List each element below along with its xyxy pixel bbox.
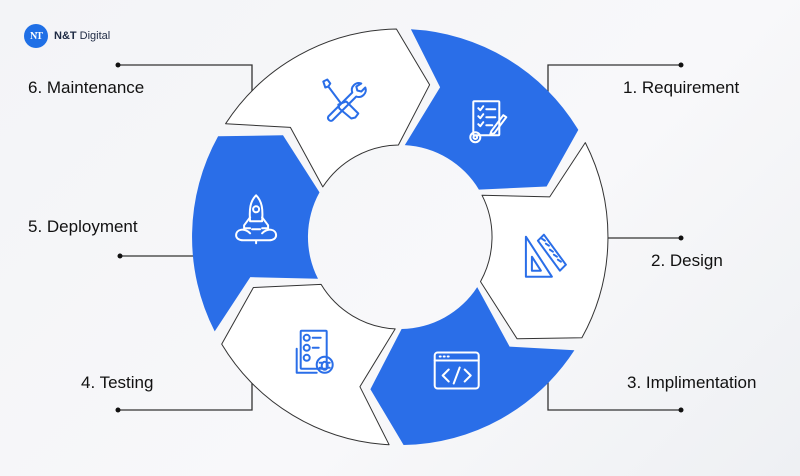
leader-lines — [118, 64, 681, 411]
leader-dot — [678, 235, 684, 241]
stage-label-requirement: 1. Requirement — [623, 78, 740, 97]
stage-label-maintenance: 6. Maintenance — [28, 78, 145, 97]
leader-dot — [115, 62, 121, 68]
logo-mark: NT — [24, 24, 48, 48]
wrench-screwdriver-icon — [322, 78, 367, 122]
ruler-triangle-icon — [524, 233, 567, 278]
stage-segment — [192, 135, 320, 332]
stage-label-testing: 4. Testing — [81, 373, 154, 392]
leader-line-maintenance — [118, 64, 253, 92]
leader-line-implementation — [547, 380, 681, 411]
stage-label-implementation: 3. Implimentation — [627, 373, 757, 392]
stage-segment — [370, 287, 575, 445]
code-window-icon — [433, 351, 480, 390]
leader-dot — [678, 62, 684, 68]
leader-line-testing — [118, 382, 253, 411]
stage-segment — [221, 283, 396, 446]
stage-segment — [225, 28, 431, 188]
test-checklist-bug-icon — [295, 329, 334, 374]
stage-label-design: 2. Design — [651, 251, 723, 270]
leader-line-requirement — [547, 64, 681, 95]
rocket-launch-icon — [235, 194, 278, 245]
stage-label-deployment: 5. Deployment — [28, 217, 138, 236]
brand-logo: NT N&T Digital — [24, 24, 110, 48]
leader-dot — [117, 253, 123, 259]
leader-dot — [115, 407, 121, 413]
brand-name: N&T Digital — [54, 30, 111, 42]
checklist-gear-pencil-icon — [469, 100, 508, 144]
leader-dot — [678, 407, 684, 413]
